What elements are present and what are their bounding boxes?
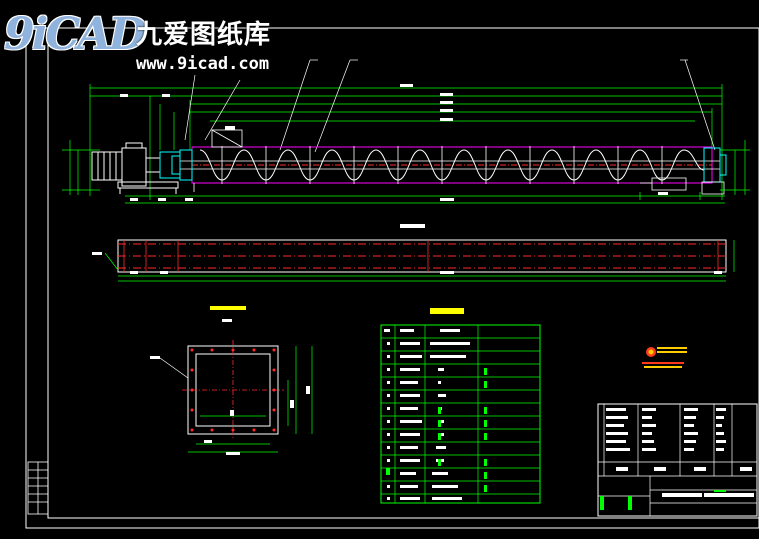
inlet-flange-detail: [150, 306, 313, 455]
leader-lines: [184, 59, 716, 153]
sheet-border: [25, 27, 759, 529]
dimension-tags: [120, 84, 668, 228]
main-elevation-view: [62, 59, 750, 228]
tail-bearing: [703, 147, 727, 183]
stamp-icon: [642, 347, 687, 368]
screw-flight: [199, 149, 705, 181]
trough-supports: [193, 181, 725, 195]
overall-dimension-lines: [69, 84, 746, 204]
inlet-bearing: [171, 149, 193, 181]
watermark: 9iCAD 九爱图纸库 www.9icad.com: [0, 6, 300, 76]
screw-shaft: [180, 160, 720, 170]
watermark-logo: 9iCAD: [4, 9, 147, 60]
drive-unit: [91, 142, 181, 194]
outlet-chute: [640, 177, 687, 191]
watermark-name: 九爱图纸库: [136, 20, 272, 50]
watermark-url: www.9icad.com: [136, 54, 270, 74]
revision-strip: [27, 461, 49, 515]
trough-plan-view: [92, 239, 735, 282]
title-block: [597, 403, 758, 517]
parameter-table: [380, 308, 541, 504]
inlet-hopper: [211, 129, 243, 148]
end-dimension-marks: [62, 149, 750, 200]
